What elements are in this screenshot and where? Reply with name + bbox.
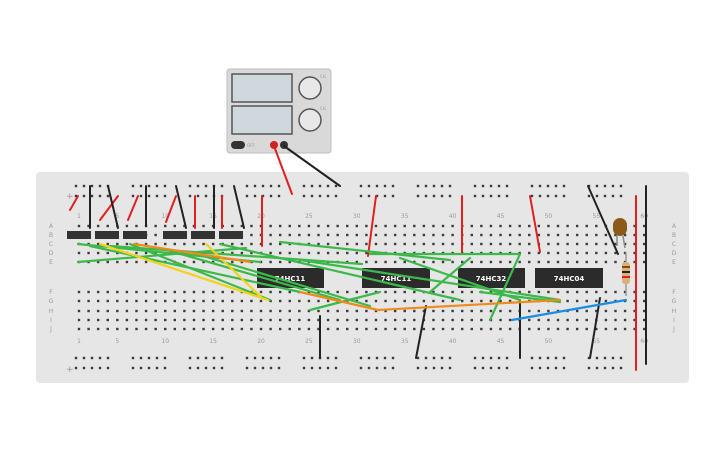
row-letter: I — [50, 317, 52, 324]
column-number: 10 — [161, 338, 169, 345]
knob-voltage-icon[interactable] — [298, 76, 322, 100]
column-number: 60 — [640, 213, 648, 220]
chip-4[interactable]: 74HC04 — [535, 268, 603, 288]
row-letter: A — [49, 223, 54, 230]
rail-plus-top: + — [66, 192, 74, 202]
column-number: 30 — [353, 213, 361, 220]
rail-plus-bottom: + — [66, 365, 74, 375]
switch-5[interactable] — [191, 231, 215, 239]
chip-1-label: 74HC11 — [275, 275, 306, 283]
row-letter: C — [49, 241, 53, 248]
column-number: 40 — [449, 338, 457, 345]
column-number: 35 — [401, 213, 409, 220]
row-letter: C — [672, 241, 676, 248]
column-number: 35 — [401, 338, 409, 345]
column-number: 55 — [592, 213, 600, 220]
chip-2-label: 74HC11 — [381, 275, 412, 283]
column-number: 40 — [449, 213, 457, 220]
display-2 — [231, 105, 293, 135]
column-number: 20 — [257, 338, 265, 345]
knob-current-icon[interactable] — [298, 108, 322, 132]
chip-1[interactable]: 74HC11 — [257, 268, 324, 288]
ps-label-off: OFF — [247, 143, 255, 148]
column-number: 5 — [115, 338, 119, 345]
switch-3[interactable] — [123, 231, 147, 239]
row-letter: E — [49, 259, 53, 266]
row-letter: G — [672, 298, 677, 305]
ps-label-1: CH — [320, 74, 326, 79]
column-number: 1 — [77, 213, 81, 220]
row-letter: G — [49, 298, 54, 305]
power-supply[interactable]: CH CH OFF — [226, 68, 332, 154]
column-number: 25 — [305, 338, 313, 345]
switch-4[interactable] — [163, 231, 187, 239]
row-letter: I — [673, 317, 675, 324]
led[interactable] — [613, 218, 627, 249]
column-number: 30 — [353, 338, 361, 345]
display-1 — [231, 73, 293, 103]
power-switch[interactable] — [231, 141, 245, 149]
column-number: 1 — [77, 338, 81, 345]
switch-6[interactable] — [219, 231, 243, 239]
row-letter: A — [672, 223, 677, 230]
column-number: 45 — [497, 213, 505, 220]
wire-power-red — [273, 145, 293, 195]
column-number: 15 — [209, 338, 217, 345]
chip-3-label: 74HC32 — [476, 275, 507, 283]
row-letter: B — [49, 232, 53, 239]
column-number: 60 — [640, 338, 648, 345]
switch-2[interactable] — [95, 231, 119, 239]
row-letter: J — [49, 326, 52, 333]
resistor[interactable] — [622, 252, 630, 296]
column-number: 5 — [115, 213, 119, 220]
row-letter: H — [49, 308, 54, 315]
ps-label-2: CH — [320, 106, 326, 111]
column-number: 50 — [545, 338, 553, 345]
switch-1[interactable] — [67, 231, 91, 239]
wires[interactable] — [69, 145, 647, 371]
row-letter: D — [672, 250, 677, 257]
column-number: 10 — [161, 213, 169, 220]
row-letter: D — [49, 250, 54, 257]
row-letter: B — [672, 232, 676, 239]
row-letter: F — [672, 289, 676, 296]
row-letter: J — [672, 326, 675, 333]
dip-switches[interactable] — [67, 231, 243, 239]
row-letter: H — [672, 308, 677, 315]
positive-terminal-icon[interactable] — [270, 141, 278, 149]
column-number: 25 — [305, 213, 313, 220]
row-letter: F — [49, 289, 53, 296]
wire-power-black — [283, 145, 341, 187]
row-letter: E — [672, 259, 676, 266]
column-number: 50 — [545, 213, 553, 220]
column-number: 55 — [592, 338, 600, 345]
column-number: 45 — [497, 338, 505, 345]
chip-4-label: 74HC04 — [554, 275, 585, 283]
